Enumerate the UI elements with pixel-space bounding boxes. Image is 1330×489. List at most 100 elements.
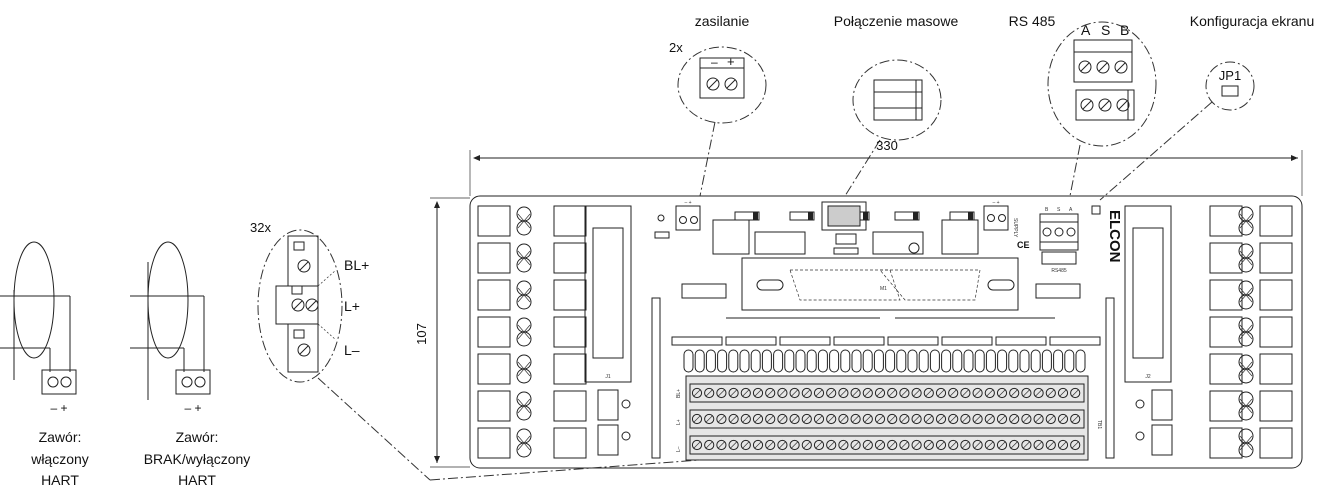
terminal-screw: [899, 439, 910, 451]
screw-slot: [1023, 441, 1030, 449]
height-value: 107: [414, 323, 429, 345]
screw-slot: [925, 441, 933, 449]
resistor: [728, 349, 739, 373]
terminal-screw: [1009, 413, 1020, 425]
resistor: [705, 349, 716, 373]
fuse-cross: [517, 361, 531, 377]
fuse-holder: [516, 405, 532, 421]
terminal-screw: [911, 387, 922, 399]
screw-slot: [754, 389, 762, 397]
screen-config-label: Konfiguracja ekranu: [1190, 13, 1315, 29]
resistor-network-box: [833, 336, 885, 346]
resistor: [907, 349, 918, 373]
terminal-screw: [948, 413, 959, 425]
fuse-slot: [553, 242, 587, 274]
screw-slot: [718, 441, 725, 449]
screw-slot: [962, 441, 969, 449]
screw-slot: [913, 389, 920, 397]
terminal-screw: [850, 387, 861, 399]
screw-slot: [693, 441, 701, 449]
fuse-slot: [1209, 205, 1243, 237]
fuse-slot: [553, 353, 587, 385]
fuse-slot: [477, 316, 511, 348]
resistor-network-box: [671, 336, 723, 346]
fuse-slot: [1209, 390, 1243, 422]
terminal-screw: [838, 387, 849, 399]
terminal-screw: [752, 387, 764, 399]
terminal-screw: [691, 439, 703, 451]
fuse-holder: [516, 391, 532, 407]
terminal-screw: [716, 413, 727, 425]
terminal-screw: [704, 439, 715, 451]
screw-slot: [718, 389, 725, 397]
resistor: [896, 349, 907, 373]
fuse-holder: [516, 243, 532, 259]
j-right-label: J2: [1145, 374, 1151, 380]
jumper-label: JP1: [1219, 68, 1241, 83]
screw-slot: [864, 415, 872, 423]
fuse-holder: [516, 331, 532, 347]
terminal-screw: [765, 439, 776, 451]
screw-slot: [827, 415, 835, 423]
terminal-detail: 32x BL+ L+ L–: [250, 220, 369, 383]
terminal-screw: [838, 413, 849, 425]
fuse-slot: [477, 390, 511, 422]
terminal-screw: [972, 387, 983, 399]
terminal-screw: [813, 439, 825, 451]
terminal-screw: [1045, 413, 1056, 425]
terminal-screw: [704, 413, 715, 425]
screw-slot: [949, 441, 957, 449]
screw-slot: [693, 389, 701, 397]
terminal-screw: [740, 413, 751, 425]
resistor-network-box: [941, 336, 993, 346]
fuse-cross: [517, 287, 531, 303]
screw-slot: [840, 441, 847, 449]
screw-slot: [974, 389, 981, 397]
screw-slot: [1059, 415, 1067, 423]
screw-slot: [815, 441, 823, 449]
screw-slot: [937, 441, 945, 449]
svg-text:– +: – +: [684, 200, 691, 206]
terminal-screw: [948, 387, 959, 399]
terminal-screw: [1021, 439, 1032, 451]
valve-1-line3: HART: [41, 472, 79, 488]
terminal-label-bl-plus: BL+: [344, 257, 369, 273]
board-logo: ELCON: [1106, 210, 1123, 263]
resistor: [997, 349, 1008, 373]
height-dimension: 107: [414, 197, 470, 468]
fuse-slot: [1259, 205, 1293, 237]
fuse-slot: [553, 205, 587, 237]
rs485-pin-b: B: [1120, 22, 1129, 38]
fuse-slot: [1209, 353, 1243, 385]
terminal-screw: [716, 439, 727, 451]
terminal-screw: [777, 439, 788, 451]
terminal-screw: [826, 387, 837, 399]
terminal-screw: [801, 387, 812, 399]
screw-slot: [1010, 441, 1018, 449]
rs485-label: RS 485: [1009, 13, 1056, 29]
screw-slot: [864, 389, 872, 397]
resistor-network-box: [725, 336, 777, 346]
screw-slot: [742, 441, 750, 449]
resistor-row: [683, 349, 1086, 373]
fuse-holder: [516, 317, 532, 333]
terminal-screw: [1033, 413, 1044, 425]
terminal-screw: [874, 387, 886, 399]
diode: [789, 211, 815, 221]
terminal-screw: [887, 387, 898, 399]
terminal-screw: [1057, 439, 1069, 451]
resistor: [829, 349, 840, 373]
screw-slot: [1071, 389, 1079, 397]
screw-slot: [998, 389, 1006, 397]
resistor-network-box: [1049, 336, 1101, 346]
power-label: zasilanie: [695, 13, 750, 29]
diode: [894, 211, 920, 221]
terminal-block: [689, 383, 1085, 455]
fuse-slot: [553, 279, 587, 311]
fuse-slot: [1259, 353, 1293, 385]
screw-slot: [840, 389, 847, 397]
bus-label-l-plus: L+: [676, 419, 682, 425]
resistor: [1053, 349, 1064, 373]
fuse-cross: [517, 435, 531, 451]
screw-slot: [1071, 415, 1079, 423]
